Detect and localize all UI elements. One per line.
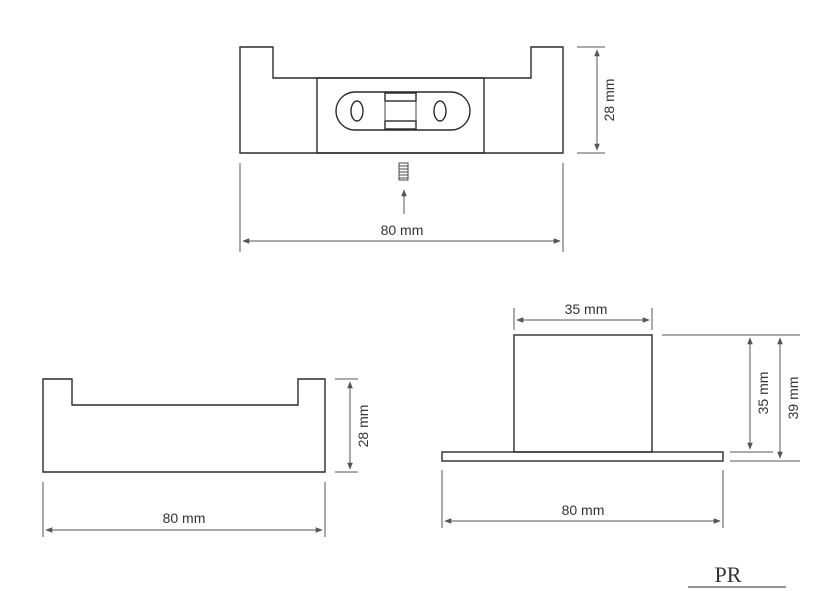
- top-view-height-label: 28 mm: [601, 79, 617, 122]
- side-view-width-dimension: 80 mm: [441, 470, 724, 528]
- side-view-width-label: 80 mm: [562, 502, 605, 518]
- mounting-slot: [335, 91, 471, 131]
- side-view-top-width-label: 35 mm: [565, 301, 608, 317]
- screw-icon: [398, 162, 409, 181]
- front-view-body: [42, 378, 326, 473]
- front-view-width-label: 80 mm: [163, 510, 206, 526]
- top-view-body: [239, 46, 564, 154]
- top-view-width-label: 80 mm: [381, 222, 424, 238]
- top-view-width-dimension: 80 mm: [239, 163, 564, 252]
- side-view: 35 mm 35 mm 39 mm 80 mm: [441, 301, 801, 528]
- front-view-height-label: 28 mm: [355, 405, 371, 448]
- front-view: 28 mm 80 mm: [42, 378, 371, 537]
- side-view-block: [513, 334, 653, 453]
- side-view-total-height-label: 39 mm: [785, 377, 801, 420]
- mounting-plate: [316, 77, 485, 154]
- brand-logo-text: PR: [715, 562, 742, 587]
- side-view-top-width-dimension: 35 mm: [513, 301, 653, 330]
- front-view-width-dimension: 80 mm: [42, 482, 326, 537]
- top-view: 28 mm 80 mm: [239, 46, 617, 252]
- front-view-height-dimension: 28 mm: [335, 378, 371, 473]
- side-view-inner-height-dimension: 35 mm: [662, 334, 773, 453]
- brand-logo: PR: [688, 562, 786, 588]
- top-view-height-dimension: 28 mm: [577, 46, 617, 154]
- side-view-base-plate: [441, 451, 724, 462]
- side-view-inner-height-label: 35 mm: [755, 372, 771, 415]
- side-view-total-height-dimension: 39 mm: [730, 334, 801, 462]
